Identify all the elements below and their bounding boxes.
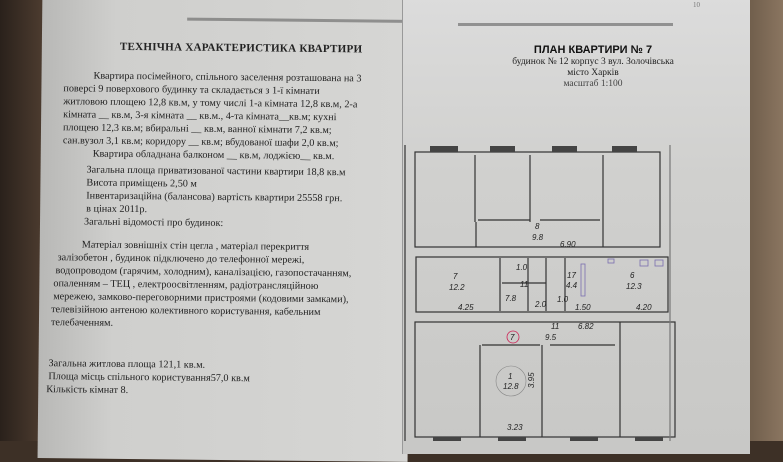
room-11-number: 11 [551,322,559,331]
fixtures [580,258,664,297]
dim-4-20: 4.20 [636,303,652,312]
room-7-area: 12.2 [449,283,465,292]
scale: масштаб 1:100 [563,79,623,89]
room-6-number: 6 [630,271,635,280]
plan-labels: 8 9.8 6.90 7 12.2 4.25 1.0 11 7.8 2.0 1.… [449,222,652,432]
room-17-area: 4.4 [566,281,578,290]
dim-2-0: 2.0 [534,300,547,309]
wc-area: 1.0 [516,263,528,272]
room-17-number: 17 [567,271,576,280]
plan-title: ПЛАН КВАРТИРИ № 7 [533,44,653,56]
dim-7-8: 7.8 [505,294,517,303]
bath-number: 11 [520,280,528,289]
dim-1-50: 1.50 [575,303,591,312]
dim-6-82: 6.82 [578,322,594,331]
page-number: 10 [693,1,700,9]
room-8-number: 8 [535,222,540,231]
address: будинок № 12 корпус 3 вул. Золочівська [512,57,674,67]
room-1-number: 1 [508,372,512,381]
room-6-area: 12.3 [626,282,642,291]
room-8-area: 9.8 [532,233,544,242]
room-7-number: 7 [453,272,458,281]
dim-1-0: 1.0 [557,295,569,304]
header-note [458,23,673,26]
room-mark [506,330,520,344]
floor-plan: 7 8 9.8 6.90 7 12.2 4.25 1.0 11 7.8 2.0 … [404,145,676,441]
dim-3-23: 3.23 [507,423,523,432]
room-11-area: 9.5 [545,333,557,342]
dim-6-90: 6.90 [560,240,576,249]
right-page: 10 ПЛАН КВАРТИРИ № 7 будинок № 12 корпус… [402,0,750,454]
dim-4-25: 4.25 [458,303,474,312]
dim-3-95: 3.95 [527,372,536,388]
room-1-area: 12.8 [503,382,519,391]
room-mark-label: 7 [510,333,515,342]
city: місто Харків [567,68,619,78]
